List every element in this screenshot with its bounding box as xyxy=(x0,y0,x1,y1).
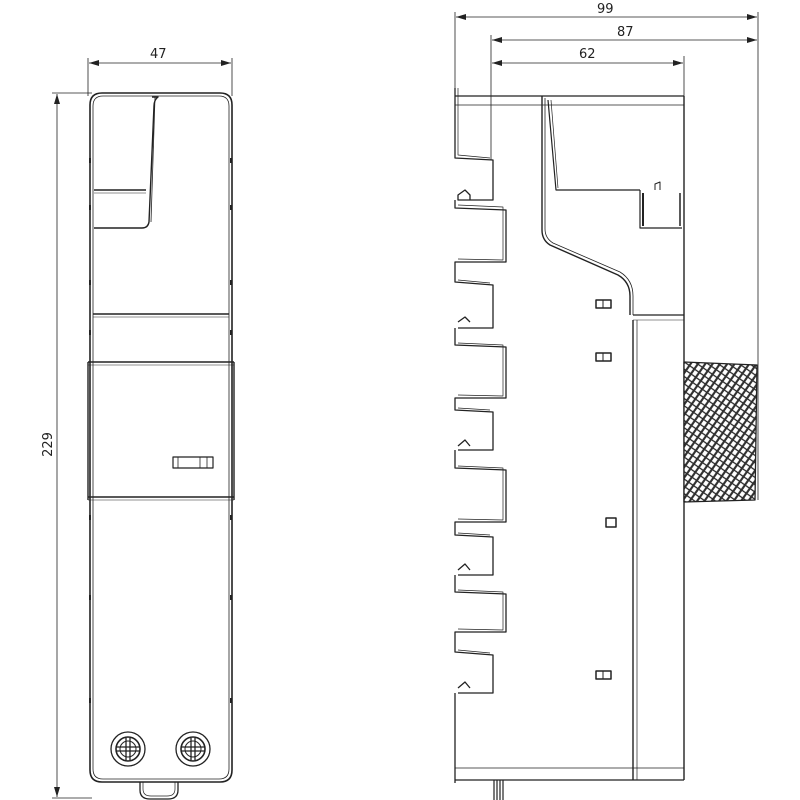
terminal-screw-right xyxy=(175,731,211,767)
indicator-window xyxy=(172,456,214,469)
dim-front-height: 229 xyxy=(40,432,56,457)
side-indicators xyxy=(595,299,617,680)
terminal-screw-left xyxy=(110,731,146,767)
dim-side-total-depth: 99 xyxy=(597,2,614,17)
dim-side-depth-short: 62 xyxy=(579,47,596,62)
hatched-knob xyxy=(683,361,758,503)
dim-front-width: 47 xyxy=(150,47,167,62)
side-view xyxy=(454,12,759,800)
dim-side-depth-mid: 87 xyxy=(617,25,634,40)
front-view xyxy=(52,58,235,800)
